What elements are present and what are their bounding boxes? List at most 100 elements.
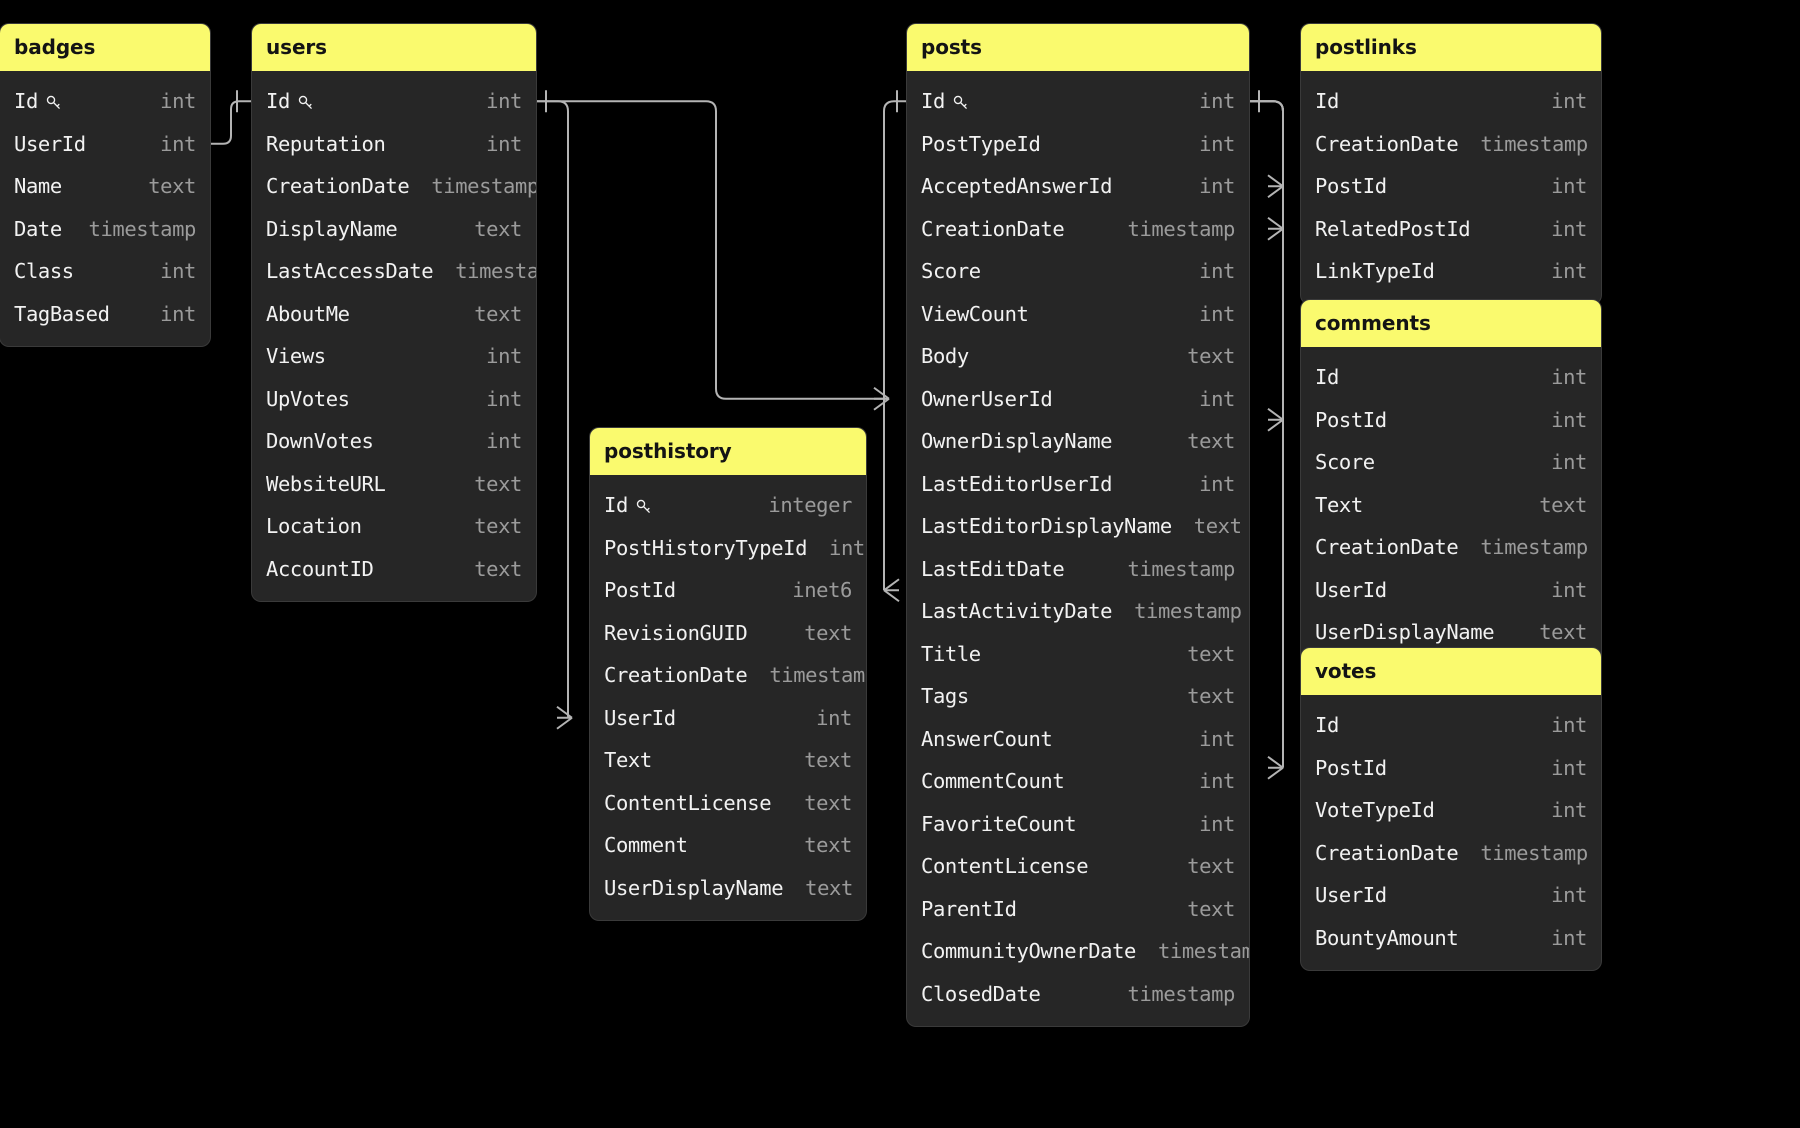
field-type: timestamp [1134, 599, 1242, 624]
key-icon [952, 94, 969, 111]
field-type: int [1551, 925, 1587, 950]
field-row[interactable]: Id int [252, 80, 536, 123]
field-label: AcceptedAnswerId [921, 174, 1113, 199]
field-label: FavoriteCount [921, 811, 1077, 836]
field-type: text [804, 790, 852, 815]
field-name: TagBased [14, 302, 110, 326]
field-name: LinkTypeId [1315, 259, 1435, 283]
field-type: int [486, 131, 522, 156]
field-name: Views [266, 344, 326, 368]
field-name: WebsiteURL [266, 472, 386, 496]
field-row[interactable]: Id int [907, 80, 1249, 123]
field-type: text [1187, 854, 1235, 879]
field-row[interactable]: TagBased int [0, 293, 210, 336]
field-label: OwnerDisplayName [921, 429, 1113, 454]
field-label: Id [1315, 365, 1339, 390]
field-name: Id [1315, 365, 1339, 389]
field-label: Score [1315, 450, 1375, 475]
field-row[interactable]: OwnerDisplayName text [907, 420, 1249, 463]
field-row[interactable]: Id integer [590, 484, 866, 527]
field-row[interactable]: Id int [0, 80, 210, 123]
field-type: timestamp [1157, 939, 1249, 964]
entity-title-users: users [252, 24, 536, 71]
field-row[interactable]: LastAccessDatetimestamp [252, 250, 536, 293]
field-type: int [160, 301, 196, 326]
field-type: int [1199, 131, 1235, 156]
field-label: DisplayName [266, 216, 398, 241]
field-row[interactable]: CommunityOwnerDatetimestamp [907, 930, 1249, 973]
field-label: CreationDate [604, 663, 748, 688]
field-type: text [1187, 429, 1235, 454]
field-name: CreationDate [1315, 535, 1459, 559]
